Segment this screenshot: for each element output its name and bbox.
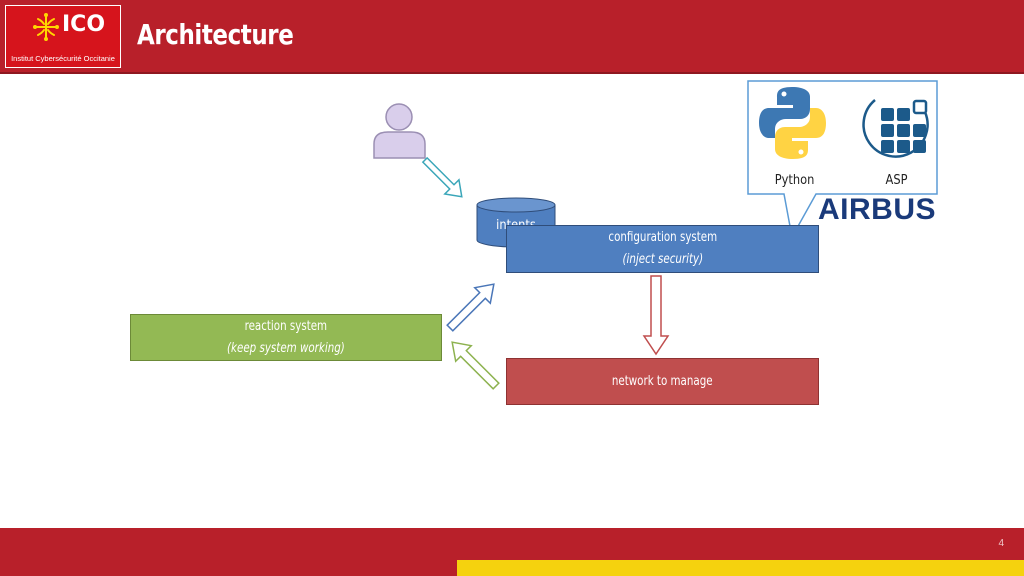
network-box: network to manage [506, 358, 819, 405]
logo-text: ICO [62, 12, 106, 37]
occitan-cross-icon [33, 13, 59, 41]
airbus-logo: AIRBUS [818, 193, 937, 226]
configuration-system-title: configuration system [608, 230, 717, 245]
arrow-network-to-reaction [451, 341, 500, 390]
reaction-system-title: reaction system [244, 318, 328, 334]
configuration-system-subtitle: (inject security) [622, 252, 703, 267]
page-title: Architecture [137, 18, 294, 51]
reaction-system-box: reaction system (keep system working) [130, 314, 442, 361]
arrow-user-to-intents [421, 156, 463, 198]
network-title: network to manage [612, 373, 713, 389]
asp-logo-icon [862, 99, 929, 158]
footer-accent-stripe [457, 560, 1024, 576]
user-icon [373, 103, 426, 159]
arrow-reaction-to-config [446, 283, 495, 332]
reaction-system-subtitle: (keep system working) [227, 340, 345, 356]
page-number: 4 [998, 538, 1004, 549]
arrow-config-to-network [642, 275, 670, 356]
python-label: Python [774, 173, 815, 188]
python-logo-icon [759, 87, 826, 159]
logo-subtitle: Institut Cybersécurité Occitanie [11, 54, 115, 63]
ico-logo: ICO Institut Cybersécurité Occitanie [5, 5, 121, 68]
asp-label: ASP [885, 173, 908, 188]
configuration-system-box: configuration system (inject security) [506, 225, 819, 273]
header-bar: ICO Institut Cybersécurité Occitanie Arc… [0, 0, 1024, 74]
